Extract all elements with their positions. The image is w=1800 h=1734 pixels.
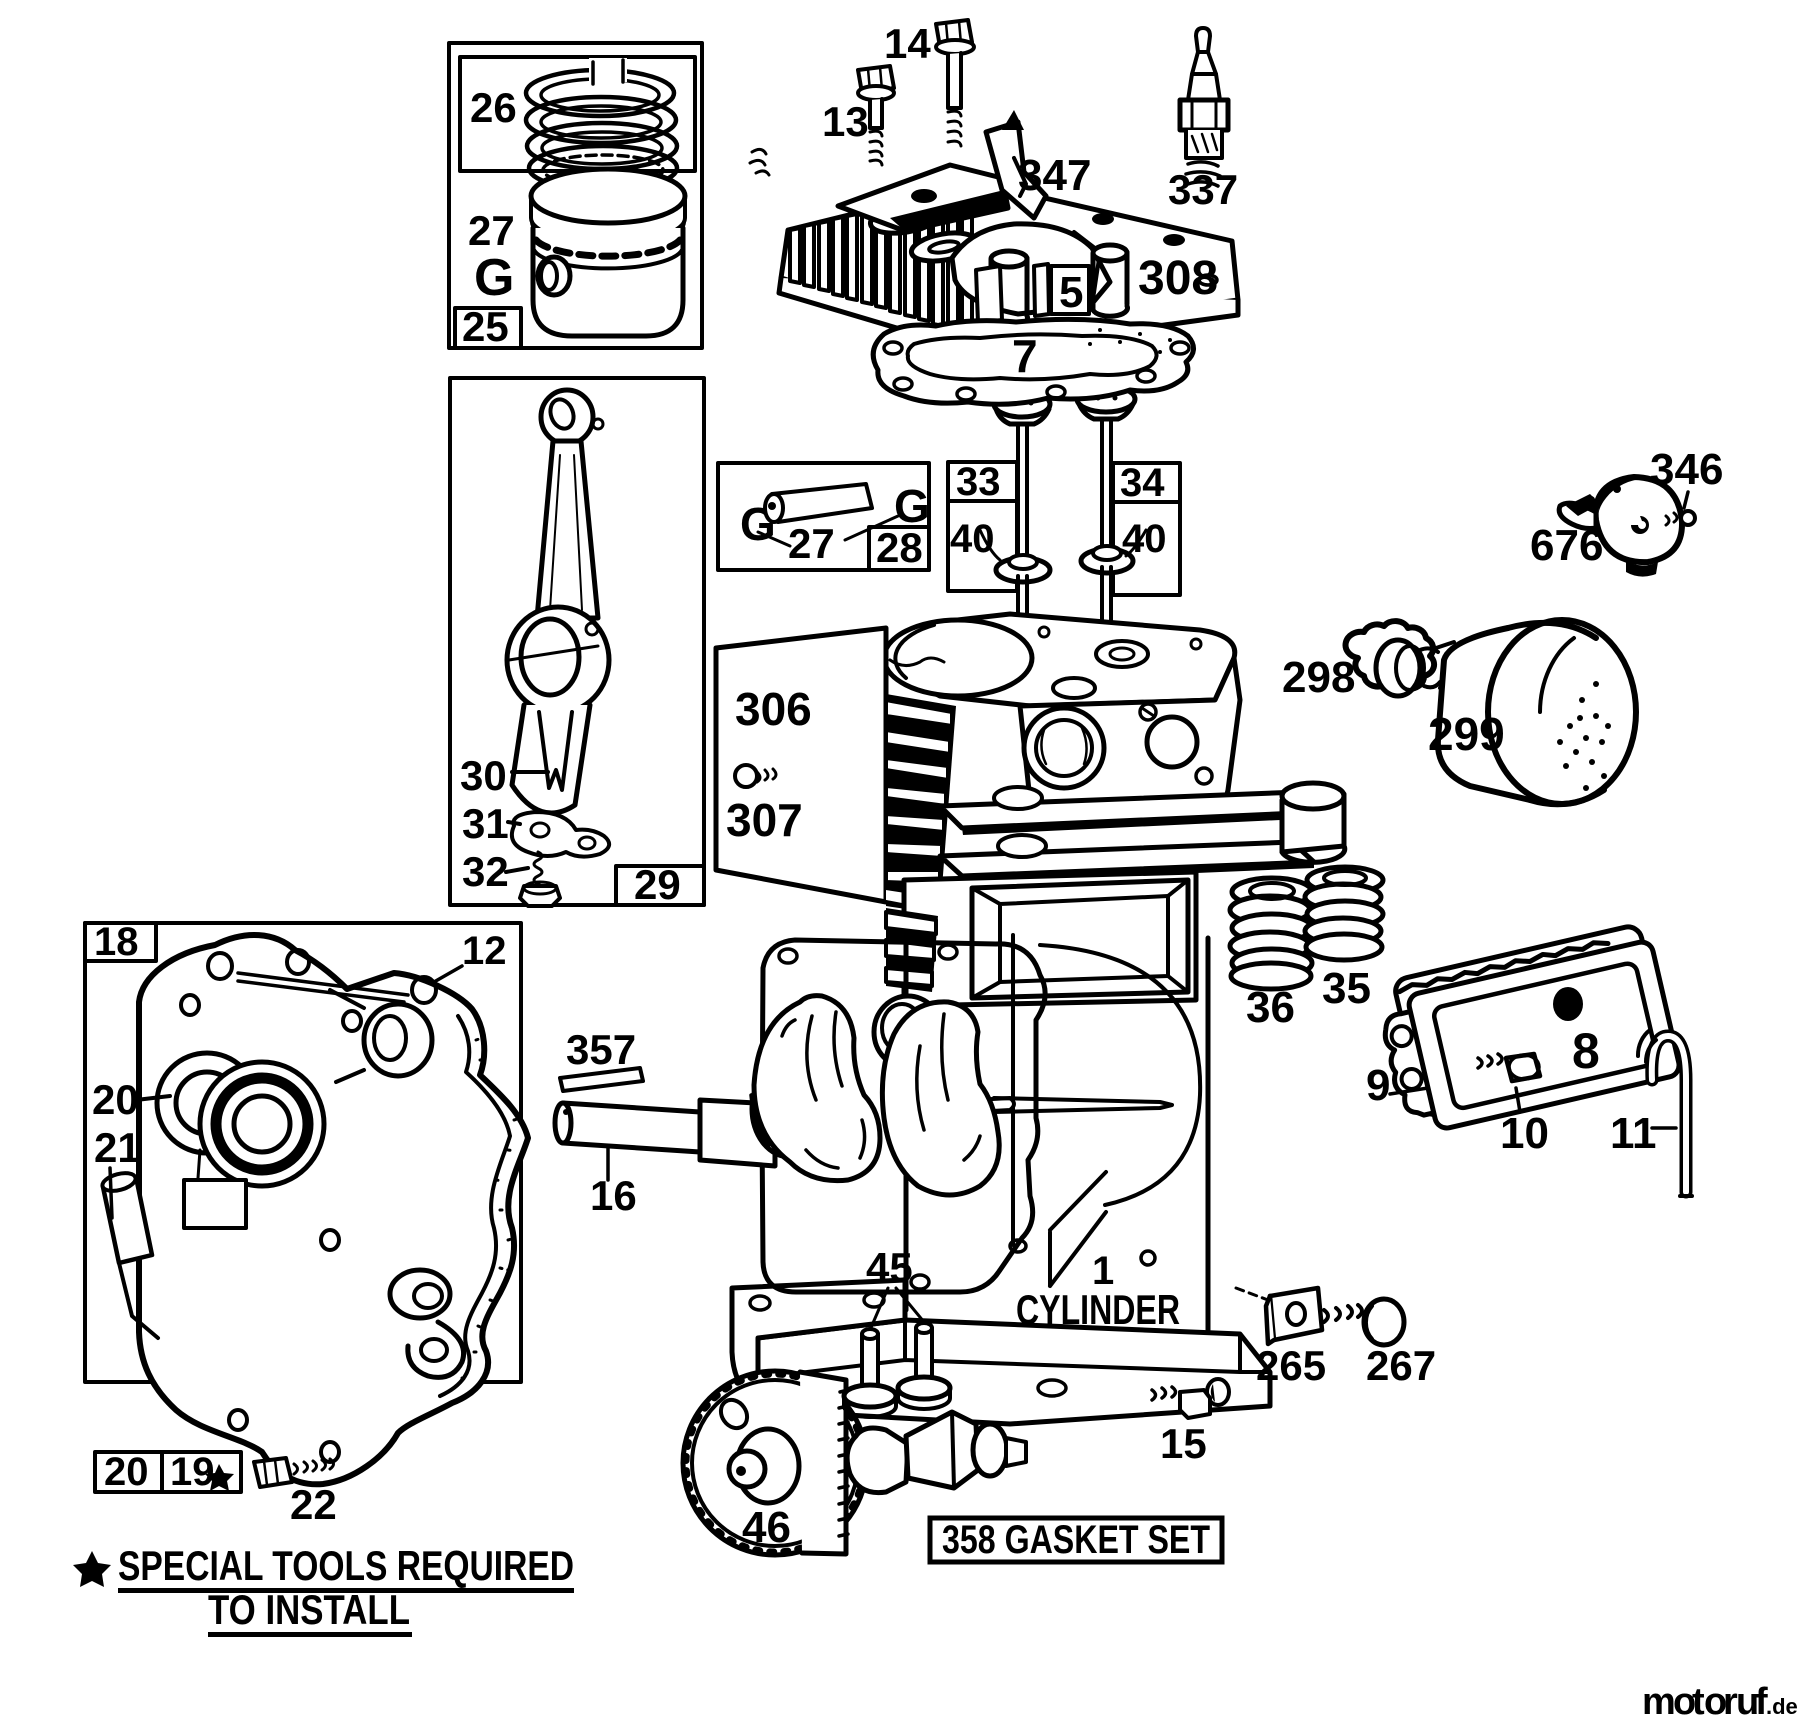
svg-text:347: 347 — [1018, 151, 1091, 200]
svg-text:11: 11 — [1610, 1109, 1657, 1158]
svg-text:33: 33 — [956, 460, 1001, 504]
svg-text:m: m — [1642, 1681, 1676, 1723]
svg-text:.de: .de — [1766, 1694, 1798, 1719]
svg-text:13: 13 — [822, 98, 869, 145]
svg-text:t: t — [1692, 1681, 1705, 1723]
svg-text:46: 46 — [742, 1503, 791, 1552]
svg-text:357: 357 — [566, 1026, 636, 1073]
svg-text:5: 5 — [1059, 268, 1083, 317]
svg-text:SPECIAL TOOLS REQUIRED: SPECIAL TOOLS REQUIRED — [118, 1542, 574, 1589]
svg-text:27: 27 — [468, 207, 515, 254]
svg-text:34: 34 — [1120, 461, 1165, 505]
svg-text:10: 10 — [1500, 1109, 1549, 1158]
svg-text:28: 28 — [876, 524, 923, 571]
svg-text:G: G — [474, 249, 514, 307]
svg-text:22: 22 — [290, 1481, 337, 1528]
svg-text:15: 15 — [1160, 1420, 1207, 1467]
svg-text:265: 265 — [1256, 1342, 1326, 1389]
svg-text:358 GASKET SET: 358 GASKET SET — [942, 1518, 1210, 1562]
svg-text:337: 337 — [1168, 166, 1238, 213]
svg-text:1: 1 — [1092, 1249, 1114, 1293]
svg-text:o: o — [1704, 1681, 1727, 1723]
svg-text:40: 40 — [950, 517, 995, 561]
svg-text:307: 307 — [726, 794, 803, 846]
svg-text:45: 45 — [866, 1244, 913, 1291]
svg-text:7: 7 — [1012, 330, 1038, 382]
svg-text:31: 31 — [462, 800, 509, 847]
svg-text:r: r — [1723, 1681, 1738, 1723]
svg-text:27: 27 — [788, 520, 835, 567]
svg-text:18: 18 — [94, 920, 139, 964]
svg-text:8: 8 — [1572, 1023, 1600, 1079]
svg-text:346: 346 — [1650, 445, 1723, 494]
svg-text:26: 26 — [470, 84, 517, 131]
svg-text:30: 30 — [460, 752, 507, 799]
svg-text:o: o — [1673, 1681, 1696, 1723]
svg-text:20: 20 — [92, 1076, 139, 1123]
svg-text:35: 35 — [1322, 964, 1371, 1013]
svg-text:u: u — [1736, 1681, 1759, 1723]
svg-text:12: 12 — [462, 929, 507, 973]
svg-text:19: 19 — [170, 1450, 215, 1494]
svg-text:14: 14 — [884, 20, 931, 67]
svg-text:20: 20 — [104, 1450, 149, 1494]
svg-text:TO INSTALL: TO INSTALL — [208, 1586, 410, 1633]
svg-text:32: 32 — [462, 848, 509, 895]
svg-text:676: 676 — [1530, 521, 1603, 570]
svg-text:36: 36 — [1246, 983, 1295, 1032]
svg-text:267: 267 — [1366, 1342, 1436, 1389]
svg-text:299: 299 — [1428, 708, 1505, 760]
svg-text:9: 9 — [1366, 1061, 1390, 1110]
svg-text:21: 21 — [94, 1124, 141, 1171]
svg-text:16: 16 — [590, 1172, 637, 1219]
svg-text:f: f — [1755, 1681, 1768, 1723]
svg-text:25: 25 — [462, 303, 509, 350]
svg-text:308: 308 — [1138, 252, 1218, 305]
svg-text:306: 306 — [735, 683, 812, 735]
svg-text:29: 29 — [634, 861, 681, 908]
svg-text:G: G — [894, 480, 930, 532]
svg-text:298: 298 — [1282, 653, 1355, 702]
